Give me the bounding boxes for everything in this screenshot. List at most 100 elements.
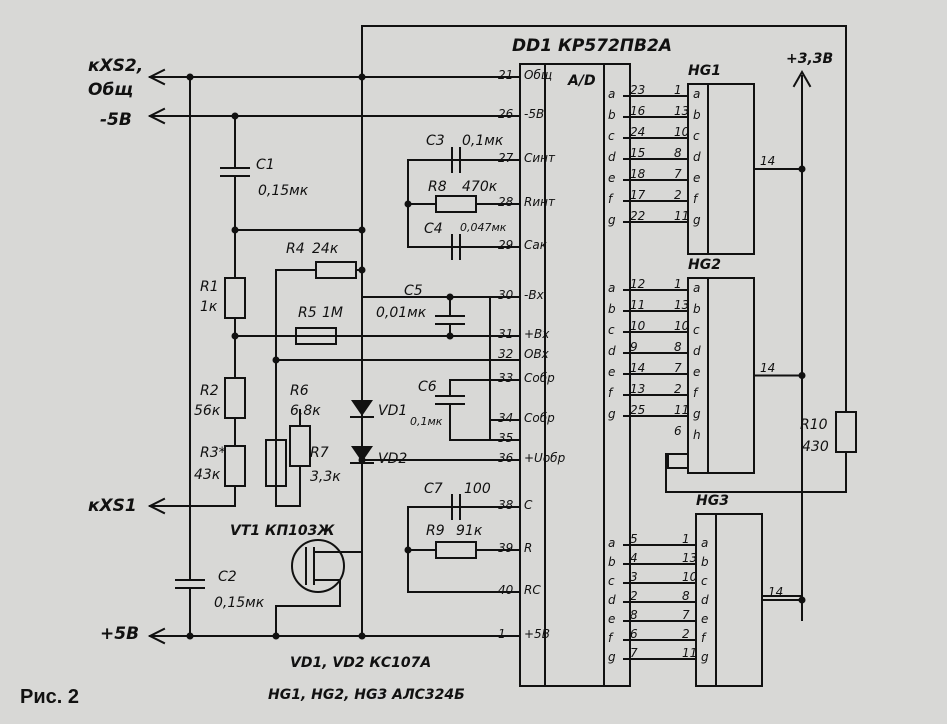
c1-value: 0,15мк <box>258 183 309 199</box>
junction-dot <box>186 632 194 640</box>
vd1-diode <box>351 400 373 416</box>
c6-value: 0,1мк <box>410 415 443 428</box>
display-pin-number: 10 <box>674 319 690 333</box>
display-common-pin: 14 <box>768 585 784 599</box>
dd1-pin-number: 1 <box>498 627 506 641</box>
display-pin-number: 2 <box>674 382 682 396</box>
r3-value: 43к <box>194 467 221 483</box>
junction-dot <box>358 456 366 464</box>
display-pin-number: 11 <box>674 209 690 223</box>
display-segment-label: b <box>693 302 701 316</box>
dd1-pin-name: -5В <box>524 107 545 121</box>
display-pin-number: 10 <box>674 125 690 139</box>
display-segment-label: d <box>693 150 701 164</box>
display-segment-label: d <box>693 344 701 358</box>
c6-label: C6 <box>418 379 437 395</box>
dd1-out-pin-number: 18 <box>630 167 646 181</box>
dd1-out-pin-number: 22 <box>630 209 646 223</box>
display-segment-label: f <box>693 192 698 206</box>
r9-label: R9 <box>426 523 445 539</box>
dd1-pin-number: 30 <box>498 288 514 302</box>
c7-value: 100 <box>464 481 491 497</box>
dd1-pin-number: 26 <box>498 107 514 121</box>
diodes-note: VD1, VD2 КС107А <box>290 655 432 671</box>
dd1-segment-label: b <box>608 108 616 122</box>
dd1-pin-number: 40 <box>498 583 514 597</box>
r10-label: R10 <box>800 417 828 433</box>
dd1-pin-name: RC <box>524 583 541 597</box>
dd1-out-pin-number: 10 <box>630 319 646 333</box>
dd1-pin-number: 28 <box>498 195 514 209</box>
display-pin-number: 11 <box>674 403 690 417</box>
display-pin-number: 11 <box>682 646 698 660</box>
vd1-label: VD1 <box>378 403 408 419</box>
dd1-out-pin-number: 24 <box>630 125 646 139</box>
dd1-segment-label: e <box>608 365 616 379</box>
junction-dot <box>798 596 806 604</box>
junction-dot <box>798 372 806 379</box>
display-segment-label: g <box>701 650 709 664</box>
chip-title: DD1 КР572ПВ2А <box>512 36 672 56</box>
junction-dot <box>272 356 280 364</box>
r7-resistor <box>289 425 311 467</box>
display-common-pin: 14 <box>760 360 776 375</box>
figure-label: Рис. 2 <box>20 686 79 708</box>
dd1-pin-name: Собр <box>524 371 555 385</box>
dd1-out-pin-number: 6 <box>630 627 638 641</box>
vd2-diode <box>351 446 373 462</box>
r10-lower-wire <box>665 451 847 493</box>
display-segment-label: c <box>693 129 700 143</box>
xs2-arrow <box>147 68 166 86</box>
dd1-segment-label: f <box>608 386 613 400</box>
dd1-pin-name: +Uобр <box>524 451 566 465</box>
dd1-segment-label: b <box>608 302 616 316</box>
display-pin-number: 7 <box>674 361 682 375</box>
junction-dot <box>446 293 454 301</box>
r5-resistor <box>295 327 337 345</box>
vt1-transistor <box>291 539 345 593</box>
dd1-pin-name: Rинт <box>524 195 555 209</box>
dd1-segment-label: g <box>608 407 616 421</box>
dd1-pin-number: 27 <box>498 151 514 165</box>
r7-label: R7 <box>310 445 329 461</box>
display-pin-number: 10 <box>682 570 698 584</box>
common-label: Общ <box>88 80 134 100</box>
c1-label: C1 <box>256 157 275 173</box>
dd1-out-pin-number: 8 <box>630 608 638 622</box>
r9-resistor <box>435 541 477 559</box>
r8-label: R8 <box>428 179 447 195</box>
dd1-pin-name: Общ <box>524 68 553 82</box>
display-pin-number: 1 <box>682 532 690 546</box>
r4-resistor <box>315 261 357 279</box>
r3-label: R3* <box>200 445 226 461</box>
junction-dot <box>404 546 412 554</box>
display-pin-number: 7 <box>682 608 690 622</box>
minus5v-label: -5В <box>100 110 132 130</box>
display-pin-number: 2 <box>682 627 690 641</box>
dd1-pin-name: Собр <box>524 411 555 425</box>
dd1-out-pin-number: 13 <box>630 382 646 396</box>
r8-value: 470к <box>462 179 498 195</box>
r2-resistor <box>224 377 246 419</box>
hg2-h-pin-wire <box>667 453 689 469</box>
r5-label: R5 <box>298 305 317 321</box>
display-segment-label: g <box>693 213 701 227</box>
r4-label: R4 <box>286 241 305 257</box>
display-common-pin: 14 <box>760 154 776 168</box>
r8-resistor <box>435 195 477 213</box>
dd1-out-pin-number: 4 <box>630 551 638 565</box>
display-name: HG1 <box>688 63 721 79</box>
junction-dot <box>404 200 412 208</box>
dd1-segment-label: a <box>608 281 616 295</box>
c7-label: C7 <box>424 481 443 497</box>
display-pin-number: 1 <box>674 277 682 291</box>
c2-value: 0,15мк <box>214 595 265 611</box>
display-pin-number: 13 <box>682 551 698 565</box>
dd1-out-pin-number: 9 <box>630 340 638 354</box>
plus5v-label: +5В <box>100 624 140 644</box>
dd1-pin-name: Синт <box>524 151 556 165</box>
junction-dot <box>231 112 239 120</box>
c3-label: C3 <box>426 133 445 149</box>
display-segment-label: a <box>693 87 701 101</box>
display-segment-label: c <box>701 574 708 588</box>
